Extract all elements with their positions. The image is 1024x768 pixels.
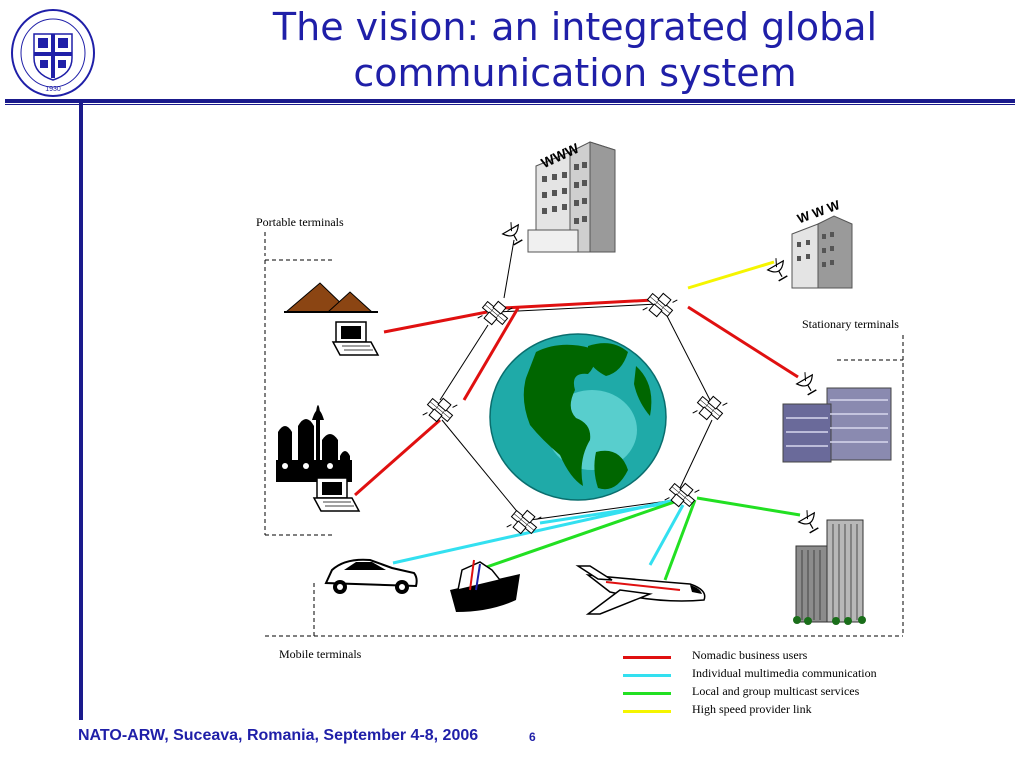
legend-item-multicast: Local and group multicast services [623, 684, 923, 702]
multicast-links [477, 496, 801, 581]
provider-link [687, 260, 775, 290]
title-line-2: communication system [353, 51, 797, 95]
header-rule-thin [5, 104, 1015, 105]
multimedia-links [392, 498, 685, 566]
dish-icon-top [498, 218, 527, 248]
web-server-building-icon: WWW [527, 140, 616, 253]
ship-icon [450, 559, 520, 612]
satellite-icon-left [419, 389, 461, 431]
satellite-ring-links [439, 239, 713, 521]
laptop-icon-2 [313, 477, 360, 512]
dish-icon-provider [763, 254, 792, 284]
legend-label-multimedia: Individual multimedia communication [692, 666, 877, 680]
legend-swatch-multimedia [623, 674, 671, 677]
left-vertical-rule [79, 103, 83, 720]
portable-terminals-label: Portable terminals [256, 215, 344, 229]
mobile-terminals-label: Mobile terminals [279, 647, 362, 661]
page-number: 6 [529, 730, 536, 744]
portable-terminals-bracket [264, 232, 333, 536]
dish-icon-stationary [792, 368, 821, 398]
satellite-icon-right [689, 387, 731, 429]
page-title: The vision: an integrated global communi… [200, 4, 950, 96]
dish-icon-towers [794, 506, 823, 536]
footer-text: NATO-ARW, Suceava, Romania, September 4-… [78, 727, 479, 744]
legend-item-nomadic: Nomadic business users [623, 648, 923, 666]
legend-swatch-nomadic [623, 656, 671, 659]
provider-building-icon: W W W [791, 197, 853, 289]
university-seal-logo: 1930 [11, 9, 95, 97]
legend-item-provider: High speed provider link [623, 702, 923, 720]
globe-icon [489, 333, 667, 501]
pyramids-icon [284, 282, 378, 313]
legend-swatch-provider [623, 710, 671, 713]
jet-plane-icon [575, 565, 706, 615]
title-line-1: The vision: an integrated global [272, 5, 878, 49]
logo-year: 1930 [45, 86, 61, 93]
cathedral-icon [276, 405, 352, 482]
legend-swatch-multicast [623, 692, 671, 695]
stationary-terminals-bracket [837, 335, 904, 636]
mobile-terminals-bracket [265, 583, 903, 637]
legend-label-nomadic: Nomadic business users [692, 648, 808, 662]
office-towers-icon [793, 519, 866, 625]
legend-label-multicast: Local and group multicast services [692, 684, 860, 698]
legend-item-multimedia: Individual multimedia communication [623, 666, 923, 684]
header-rule [5, 99, 1015, 103]
nomadic-links [354, 298, 799, 497]
laptop-icon-1 [332, 321, 379, 356]
stationary-terminals-label: Stationary terminals [802, 317, 899, 331]
stationary-office-building-icon [782, 387, 892, 463]
legend-label-provider: High speed provider link [692, 702, 812, 716]
car-icon [324, 558, 418, 594]
